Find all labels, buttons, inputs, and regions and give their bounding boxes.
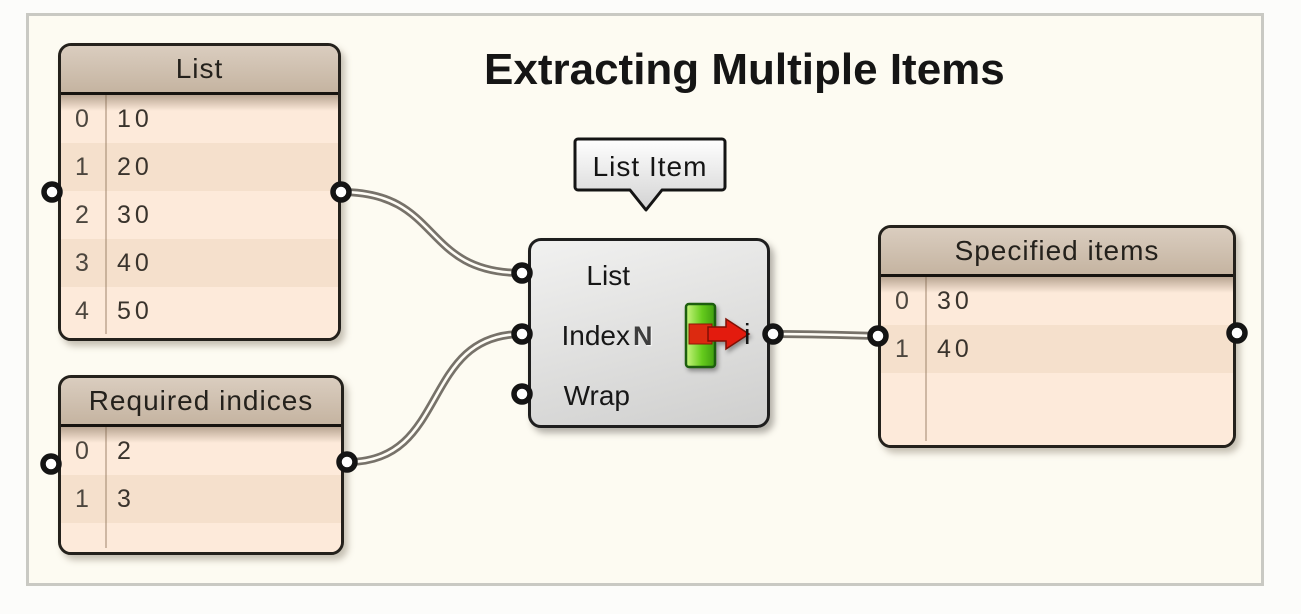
- panel-specified-items[interactable]: Specified items 0 30 1 40: [878, 225, 1236, 448]
- row-index: 1: [75, 153, 91, 181]
- panel-required-indices-title: Required indices: [61, 378, 341, 427]
- row-index: 4: [75, 297, 91, 325]
- input-wrap-label: Wrap: [563, 380, 630, 411]
- row-index: 1: [75, 485, 91, 513]
- row-value: 3: [117, 485, 135, 513]
- output-i-label: i: [744, 319, 751, 351]
- page-title: Extracting Multiple Items: [484, 45, 1005, 94]
- panel-list-body: 0 10 1 20 2 30 3 40 4 50: [61, 95, 338, 338]
- row-value: 50: [117, 297, 153, 325]
- list-row: 0 10: [61, 95, 338, 143]
- row-index: 0: [75, 437, 91, 465]
- index-column-divider: [925, 277, 927, 441]
- row-value: 10: [117, 105, 153, 133]
- panel-specified-items-title: Specified items: [881, 228, 1233, 277]
- row-index: 2: [75, 201, 91, 229]
- list-row: 4 50: [61, 287, 338, 335]
- row-index: 0: [75, 105, 91, 133]
- list-item-icon: [684, 302, 751, 369]
- row-value: 2: [117, 437, 135, 465]
- index-column-divider: [105, 95, 107, 334]
- tooltip-shape: [573, 137, 727, 212]
- tooltip-label: List Item: [592, 151, 708, 182]
- tooltip-bubble: [573, 137, 727, 212]
- list-row: 1 40: [881, 325, 1233, 373]
- row-index: 3: [75, 249, 91, 277]
- input-index-label: Index: [561, 320, 631, 351]
- list-row: 3 40: [61, 239, 338, 287]
- list-row: 2 30: [61, 191, 338, 239]
- input-list-label: List: [586, 260, 630, 291]
- red-arrow-icon: [707, 317, 751, 351]
- index-column-divider: [105, 427, 107, 548]
- list-row: 0 30: [881, 277, 1233, 325]
- panel-list-title: List: [61, 46, 338, 95]
- row-value: 20: [117, 153, 153, 181]
- row-index: 0: [895, 287, 911, 315]
- row-value: 30: [117, 201, 153, 229]
- panel-specified-items-body: 0 30 1 40: [881, 277, 1233, 445]
- panel-list[interactable]: List 0 10 1 20 2 30 3 40 4 50: [58, 43, 341, 341]
- row-index: 1: [895, 335, 911, 363]
- list-row: 1 20: [61, 143, 338, 191]
- row-value: 40: [937, 335, 973, 363]
- row-value: 40: [117, 249, 153, 277]
- component-icon-letter: N: [633, 321, 653, 351]
- list-item-component[interactable]: List Index Wrap N i: [528, 238, 770, 428]
- row-value: 30: [937, 287, 973, 315]
